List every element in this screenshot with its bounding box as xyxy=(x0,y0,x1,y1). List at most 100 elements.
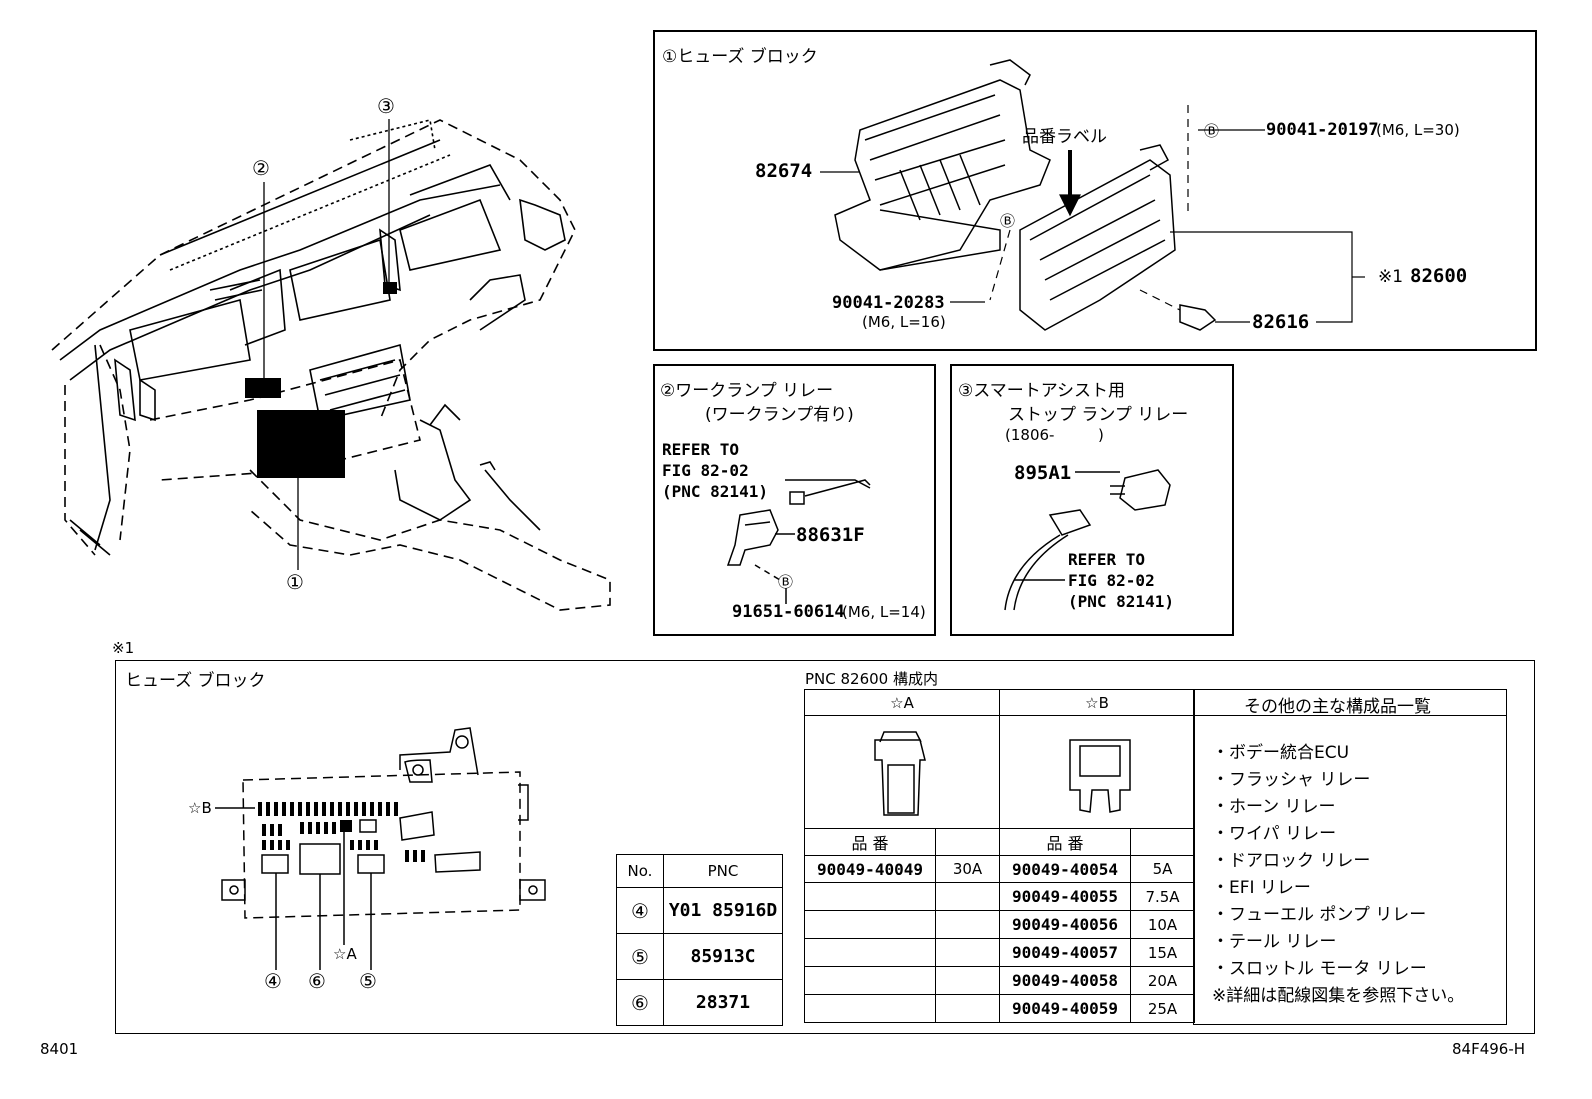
components-divider xyxy=(1193,715,1507,716)
components-item: ・スロットル モータ リレー xyxy=(1212,959,1427,979)
fuse-table-empty xyxy=(935,910,1000,939)
pnc-row-no: ⑥ xyxy=(616,979,664,1026)
components-header: その他の主な構成品一覧 xyxy=(1244,697,1431,717)
components-note: ※詳細は配線図集を参照下さい。 xyxy=(1212,986,1465,1006)
callout-1: ① xyxy=(286,570,304,594)
part-82674: 82674 xyxy=(755,160,813,182)
ref-mark: ※1 xyxy=(1378,267,1404,287)
panel3-refer-l1: REFER TO xyxy=(1068,550,1146,569)
pnc-table-header-pnc: PNC xyxy=(663,854,783,888)
panel2-bolt-spec: (M6, L=14) xyxy=(842,603,926,621)
fuse-b-amp: 15A xyxy=(1130,938,1195,967)
callout-2: ② xyxy=(252,156,270,180)
panel-work-lamp-relay xyxy=(653,364,936,636)
fuse-table-empty xyxy=(804,882,936,911)
star-b-label: ☆B xyxy=(188,799,212,817)
panel-stop-lamp-relay xyxy=(950,364,1234,636)
panel2-subtitle: (ワークランプ有り) xyxy=(705,405,854,425)
b-mark-mid: Ⓑ xyxy=(1000,212,1016,230)
fuse-table-empty xyxy=(935,828,1000,856)
fuse-b-amp: 5A xyxy=(1130,855,1195,883)
part-82600: 82600 xyxy=(1410,265,1468,287)
fuse-b-part: 90049-40056 xyxy=(999,910,1131,939)
work-lamp-relay-illustration xyxy=(726,479,871,604)
fuse-block-illustration xyxy=(1019,144,1217,331)
fuse-table-caption: PNC 82600 構成内 xyxy=(805,670,938,688)
panel3-refer-l2: FIG 82-02 xyxy=(1068,571,1155,590)
pnc-row-value: 28371 xyxy=(663,979,783,1026)
panel-fuse-detail xyxy=(115,660,1535,1034)
panel3-date-close: ) xyxy=(1098,426,1104,444)
page-code-left: 8401 xyxy=(40,1040,79,1058)
fuse-table-empty xyxy=(935,882,1000,911)
bolt-top-spec: (M6, L=30) xyxy=(1376,121,1460,139)
fuse-block-detail-illustration xyxy=(215,727,546,970)
fuse-table-empty xyxy=(935,938,1000,967)
fuse-table-hinban-b: 品 番 xyxy=(999,828,1131,856)
fuse-table-empty xyxy=(804,966,936,995)
stop-lamp-relay-illustration xyxy=(1004,469,1171,611)
fuse-table-hinban-a: 品 番 xyxy=(804,828,936,856)
b-mark-top: Ⓑ xyxy=(1204,122,1220,140)
fuse-b-amp: 7.5A xyxy=(1130,882,1195,911)
part-895a1: 895A1 xyxy=(1014,462,1072,484)
fuse-b-part: 90049-40054 xyxy=(999,855,1131,883)
part-88631f: 88631F xyxy=(796,524,865,546)
components-item: ・ホーン リレー xyxy=(1212,797,1336,817)
note-mark: ※1 xyxy=(112,639,135,657)
callout-3: ③ xyxy=(377,94,395,118)
pnc-table-header-no: No. xyxy=(616,854,664,888)
pnc-row-value: 85913C xyxy=(663,933,783,980)
components-item: ・EFI リレー xyxy=(1212,878,1311,898)
fuse-block-title: ヒューズ ブロック xyxy=(125,671,266,691)
fuse-table-empty xyxy=(1130,828,1195,856)
callout-4: ④ xyxy=(264,969,282,993)
fuse-b-amp: 10A xyxy=(1130,910,1195,939)
callout-5: ⑤ xyxy=(359,969,377,993)
panel-fuse-block xyxy=(653,30,1537,351)
components-item: ・ドアロック リレー xyxy=(1212,851,1371,871)
fuse-b-part: 90049-40055 xyxy=(999,882,1131,911)
panel3-date-range: (1806- xyxy=(1005,426,1055,444)
fuse-table-header-a: ☆A xyxy=(804,689,1000,716)
fuse-bracket-illustration xyxy=(834,59,1051,271)
fuse-b-part: 90049-40059 xyxy=(999,994,1131,1023)
panel2-bolt: 91651-60614 xyxy=(732,602,845,622)
fuse-rows xyxy=(258,802,425,862)
fuse-table-header-b: ☆B xyxy=(999,689,1195,716)
fuse-b-amp: 25A xyxy=(1130,994,1195,1023)
fuse-table-empty xyxy=(935,994,1000,1023)
bolt-low-spec: (M6, L=16) xyxy=(862,313,946,331)
components-item: ・テール リレー xyxy=(1212,932,1337,952)
fuse-table-image-b xyxy=(999,715,1195,829)
fuse-b-amp: 20A xyxy=(1130,966,1195,995)
panel2-title: ②ワークランプ リレー xyxy=(660,381,834,401)
fuse-table-empty xyxy=(935,966,1000,995)
components-item: ・ワイパ リレー xyxy=(1212,824,1337,844)
components-item: ・フラッシャ リレー xyxy=(1212,770,1371,790)
star-a-label: ☆A xyxy=(333,945,357,963)
fuse-a-part: 90049-40049 xyxy=(804,855,936,883)
fuse-table-empty xyxy=(804,994,936,1023)
fuse-table-empty xyxy=(804,938,936,967)
panel3-refer-l3: (PNC 82141) xyxy=(1068,592,1174,611)
dashboard-illustration xyxy=(51,119,611,611)
components-item: ・フューエル ポンプ リレー xyxy=(1212,905,1427,925)
pnc-row-no: ⑤ xyxy=(616,933,664,980)
components-item: ・ボデー統合ECU xyxy=(1212,743,1350,763)
panel2-refer-l2: FIG 82-02 xyxy=(662,461,749,480)
callout-6: ⑥ xyxy=(308,969,326,993)
fuse-table-image-a xyxy=(804,715,1000,829)
pnc-row-value: Y01 85916D xyxy=(663,887,783,934)
panel3-subtitle: ストップ ランプ リレー xyxy=(1008,405,1189,425)
panel2-refer-l1: REFER TO xyxy=(662,440,740,459)
panel1-title: ①ヒューズ ブロック xyxy=(662,47,818,67)
bolt-top: 90041-20197 xyxy=(1266,120,1379,140)
panel2-refer-l3: (PNC 82141) xyxy=(662,482,768,501)
pnc-row-no: ④ xyxy=(616,887,664,934)
components-box xyxy=(1193,689,1507,1025)
fuse-table-empty xyxy=(804,910,936,939)
components-list: ・ボデー統合ECU ・フラッシャ リレー ・ホーン リレー ・ワイパ リレー ・… xyxy=(1212,740,1464,1010)
panel2-b-mark: Ⓑ xyxy=(778,573,794,591)
pnc-table: No. PNC ④ Y01 85916D ⑤ 85913C ⑥ 28371 xyxy=(616,854,783,1026)
